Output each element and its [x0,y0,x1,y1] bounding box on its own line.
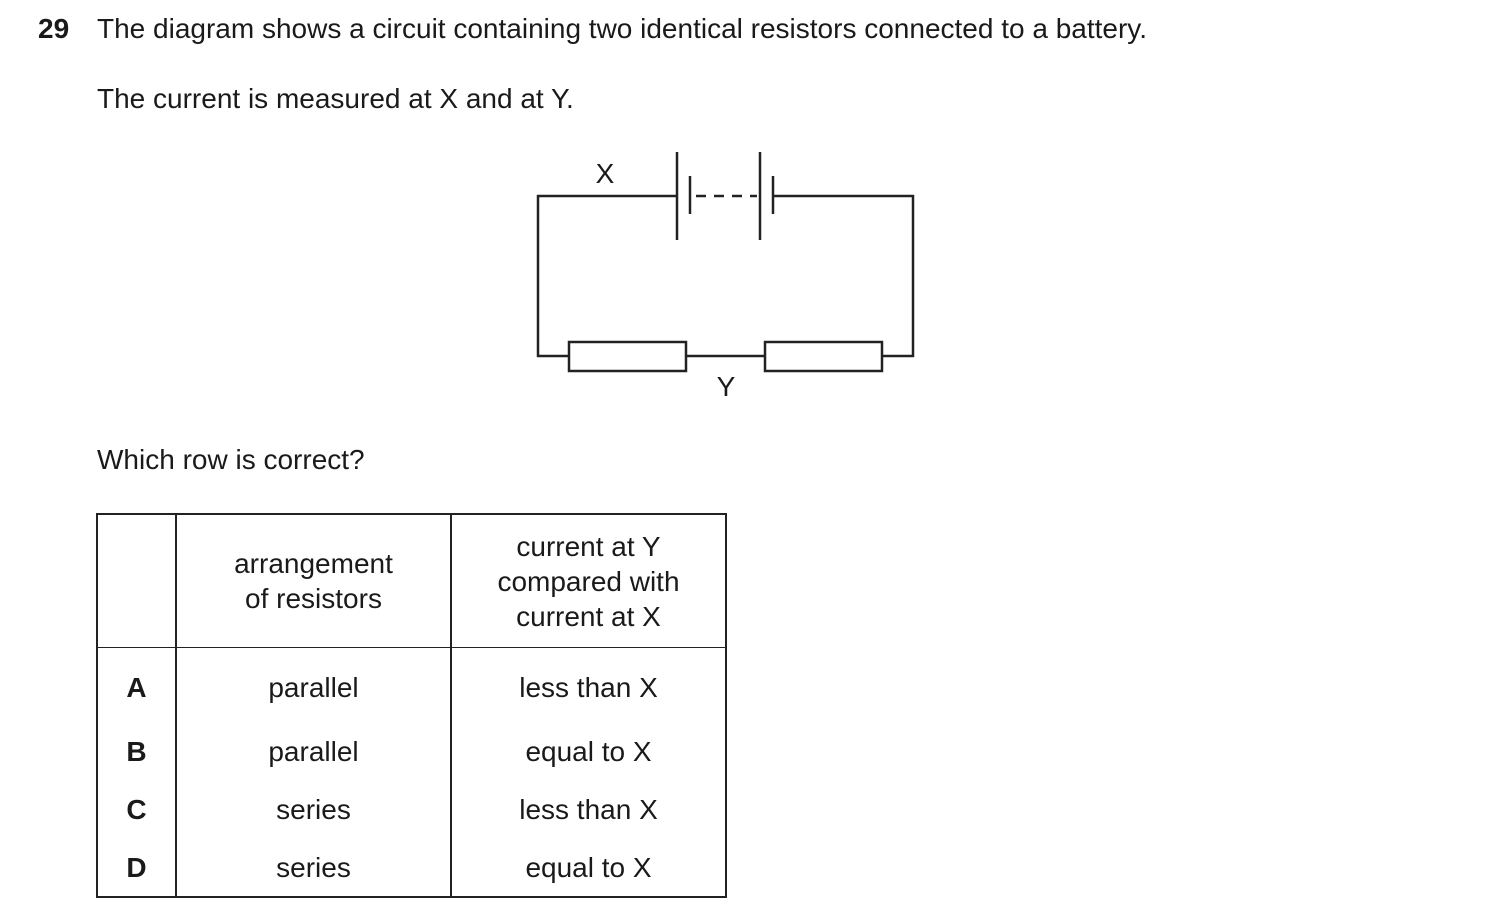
question-measurement-note: The current is measured at X and at Y. [97,83,574,114]
header-current-line3: current at X [516,600,661,632]
question-prompt: Which row is correct? [97,444,365,475]
table-row[interactable]: A parallel less than X [96,647,727,722]
current-cell: less than X [450,647,727,722]
resistor-2 [763,340,884,373]
table-row[interactable]: B parallel equal to X [96,722,727,780]
header-blank [96,513,177,648]
header-arrangement-line1: arrangement [234,548,393,579]
question-number: 29 [38,13,70,44]
header-current: current at Y compared with current at X [450,513,727,648]
table-row[interactable]: C series less than X [96,780,727,838]
table-header-row: arrangement of resistors current at Y co… [96,513,727,648]
arrangement-cell: series [175,780,452,838]
option-letter: A [96,647,177,722]
option-letter: B [96,722,177,780]
question-intro: The diagram shows a circuit containing t… [97,13,1147,44]
current-cell: less than X [450,780,727,838]
table-row[interactable]: D series equal to X [96,838,727,898]
header-current-line2: compared with [497,565,680,597]
resistor-1 [567,340,688,373]
header-arrangement: arrangement of resistors [175,513,452,648]
arrangement-cell: parallel [175,647,452,722]
label-y: Y [717,371,736,402]
current-cell: equal to X [450,838,727,898]
answer-table: arrangement of resistors current at Y co… [96,513,727,898]
current-cell: equal to X [450,722,727,780]
header-current-line1: current at Y [516,530,661,562]
header-arrangement-line2: of resistors [245,583,382,614]
option-letter: D [96,838,177,898]
option-letter: C [96,780,177,838]
arrangement-cell: series [175,838,452,898]
label-x: X [596,158,615,189]
arrangement-cell: parallel [175,722,452,780]
